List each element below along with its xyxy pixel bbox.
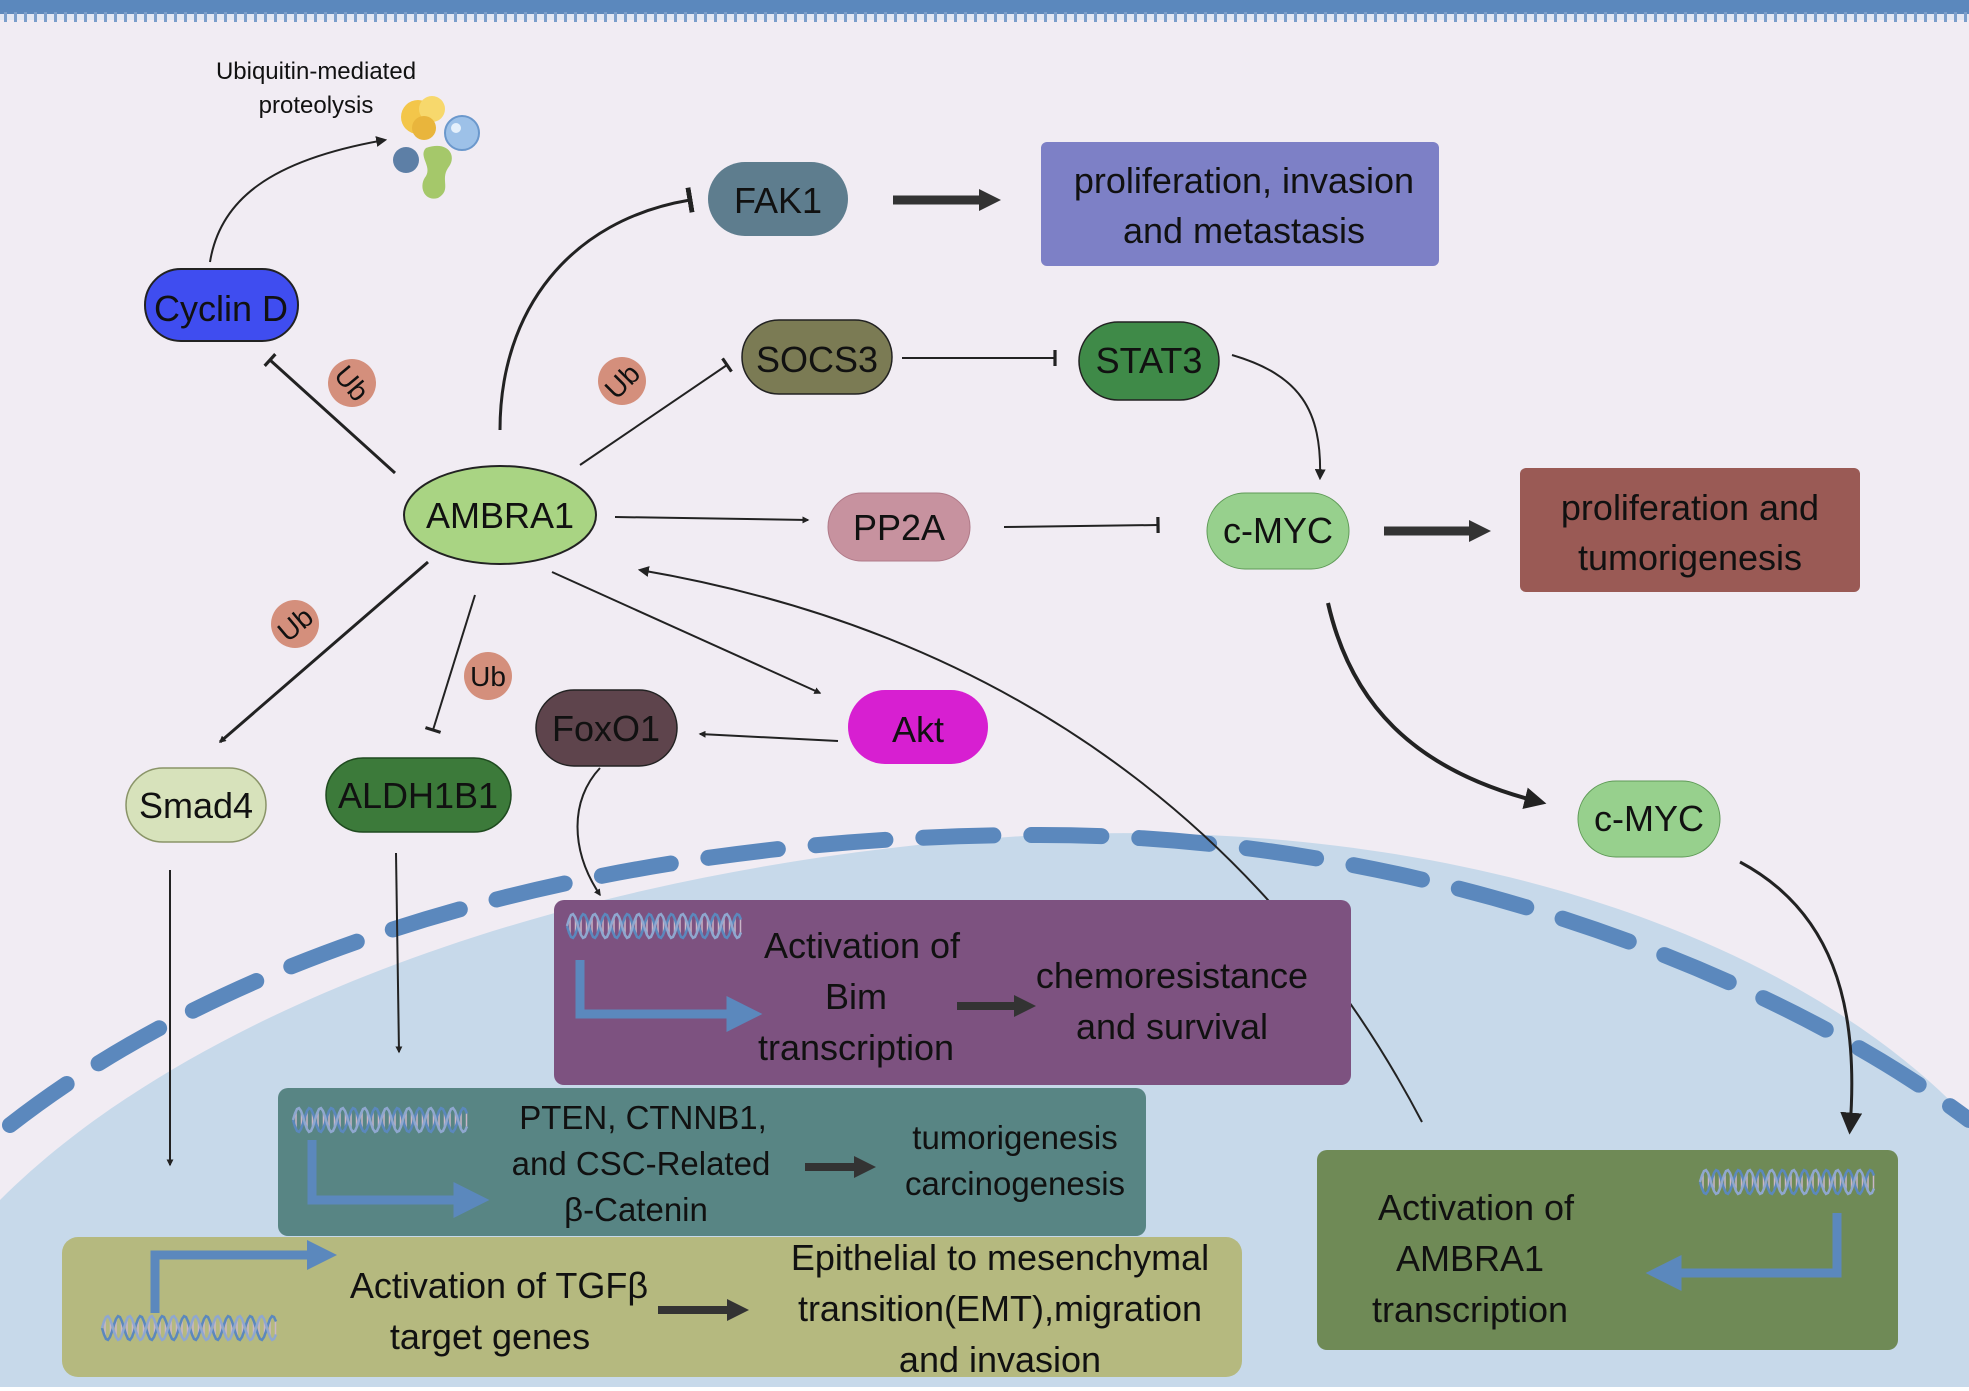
ub-badge: Ub <box>464 652 512 700</box>
dna-helix-icon <box>565 912 743 940</box>
node-pp2a-label: PP2A <box>853 507 945 548</box>
node-cmyc-nuclear[interactable]: c-MYC <box>1577 780 1721 858</box>
panel-bim: Activation of Bim transcription chemores… <box>554 900 1351 1085</box>
panel-tgfb-result1: Epithelial to mesenchymal <box>791 1237 1209 1278</box>
edge-stat3-cmyc <box>1231 354 1326 481</box>
panel-ambra1tx-line3: transcription <box>1372 1289 1568 1330</box>
node-cyclin-d-label: Cyclin D <box>154 288 288 329</box>
plasma-membrane <box>0 0 1969 22</box>
panel-tgfb-line2: target genes <box>390 1316 590 1357</box>
outcome-fak1: proliferation, invasion and metastasis <box>1041 142 1439 266</box>
node-foxo1[interactable]: FoxO1 <box>535 689 678 767</box>
edge-cmyc-ambra1tx <box>1739 860 1863 1135</box>
edge-pp2a-cmyc <box>1003 516 1160 534</box>
edge-ambra1-fak1 <box>498 187 695 431</box>
svg-text:Ub: Ub <box>470 661 506 692</box>
node-cmyc-cyto-label: c-MYC <box>1223 510 1333 551</box>
outcome-cmyc-line1: proliferation and <box>1561 487 1819 528</box>
panel-bim-line2: Bim <box>825 976 887 1017</box>
edge-cmyc-translocation <box>1326 602 1547 809</box>
edge-cyclind-proteolysis <box>209 136 388 263</box>
panel-ambra1tx-line1: Activation of <box>1378 1187 1575 1228</box>
node-smad4[interactable]: Smad4 <box>125 767 267 843</box>
node-fak1[interactable]: FAK1 <box>708 162 848 236</box>
node-ambra1[interactable]: AMBRA1 <box>403 465 597 565</box>
edge-ambra1-cyclind <box>263 352 397 475</box>
node-stat3[interactable]: STAT3 <box>1078 321 1220 401</box>
dna-helix-icon <box>291 1106 469 1134</box>
edge-ambra1-aldh1b1 <box>424 594 476 734</box>
transcription-arrow-icon <box>575 960 763 1032</box>
edge-feedback-ambra1 <box>637 566 1423 1123</box>
panel-ambra1tx-line2: AMBRA1 <box>1396 1238 1544 1279</box>
node-socs3-label: SOCS3 <box>756 339 878 380</box>
node-akt[interactable]: Akt <box>848 690 988 764</box>
panel-tgfb-result2: transition(EMT),migration <box>798 1288 1202 1329</box>
edge-ambra1-smad4 <box>218 560 429 744</box>
ub-badge: Ub <box>328 359 376 407</box>
node-cyclin-d[interactable]: Cyclin D <box>144 268 299 342</box>
ubiquitin-proteolysis-label: Ubiquitin-mediated proteolysis <box>216 58 416 119</box>
node-akt-label: Akt <box>892 709 944 750</box>
node-socs3[interactable]: SOCS3 <box>741 319 893 395</box>
node-aldh1b1-label: ALDH1B1 <box>338 775 498 816</box>
transcription-arrow-icon <box>150 1240 337 1313</box>
panel-pten-line3: β-Catenin <box>564 1191 708 1228</box>
node-cmyc-cytoplasmic[interactable]: c-MYC <box>1206 492 1350 570</box>
panel-bim-result1: chemoresistance <box>1036 955 1308 996</box>
dna-helix-icon <box>100 1314 278 1342</box>
panel-pten-line1: PTEN, CTNNB1, <box>519 1099 767 1136</box>
transcription-arrow-icon <box>307 1140 490 1218</box>
panel-ambra1-transcription: Activation of AMBRA1 transcription <box>1317 1150 1898 1350</box>
panel-bim-line3: transcription <box>758 1027 954 1068</box>
panel-tgfb-result3: and invasion <box>899 1339 1101 1380</box>
transcription-arrow-icon <box>1645 1213 1842 1291</box>
node-smad4-label: Smad4 <box>139 785 253 826</box>
dna-helix-icon <box>1698 1168 1876 1196</box>
node-aldh1b1[interactable]: ALDH1B1 <box>325 757 512 833</box>
ub-badge: Ub <box>271 600 319 648</box>
panel-pten-line2: and CSC-Related <box>512 1145 771 1182</box>
node-ambra1-label: AMBRA1 <box>426 495 574 536</box>
nuclear-envelope <box>2 826 1969 1133</box>
panel-tgfb-line1: Activation of TGFβ <box>350 1265 648 1306</box>
edge-akt-foxo1 <box>698 730 839 742</box>
outcome-cmyc: proliferation and tumorigenesis <box>1520 468 1860 592</box>
panel-bim-result2: and survival <box>1076 1006 1268 1047</box>
outcome-fak1-line2: and metastasis <box>1123 210 1365 251</box>
panel-pten: PTEN, CTNNB1, and CSC-Related β-Catenin … <box>278 1088 1146 1236</box>
edge-ambra1-pp2a <box>614 516 810 524</box>
node-foxo1-label: FoxO1 <box>552 708 660 749</box>
panel-tgfb: Activation of TGFβ target genes Epitheli… <box>62 1237 1242 1380</box>
edge-ambra1-socs3 <box>579 357 733 466</box>
outcome-fak1-line1: proliferation, invasion <box>1074 160 1414 201</box>
node-stat3-label: STAT3 <box>1096 340 1203 381</box>
panel-pten-result1: tumorigenesis <box>912 1119 1117 1156</box>
ubiquitin-label-line1: Ubiquitin-mediated <box>216 58 416 85</box>
proteasome-fragments-icon <box>393 96 480 199</box>
panel-bim-line1: Activation of <box>764 925 961 966</box>
outcome-cmyc-line2: tumorigenesis <box>1578 537 1802 578</box>
node-fak1-label: FAK1 <box>734 180 822 221</box>
edge-aldh1b1-pten <box>395 852 403 1054</box>
node-cmyc-nuc-label: c-MYC <box>1594 798 1704 839</box>
node-pp2a[interactable]: PP2A <box>827 492 971 562</box>
ub-badge: Ub <box>598 357 646 405</box>
edge-foxo1-bim <box>576 767 601 897</box>
panel-pten-result2: carcinogenesis <box>905 1165 1125 1202</box>
ubiquitin-label-line2: proteolysis <box>259 92 374 119</box>
edge-ambra1-akt <box>551 571 822 694</box>
